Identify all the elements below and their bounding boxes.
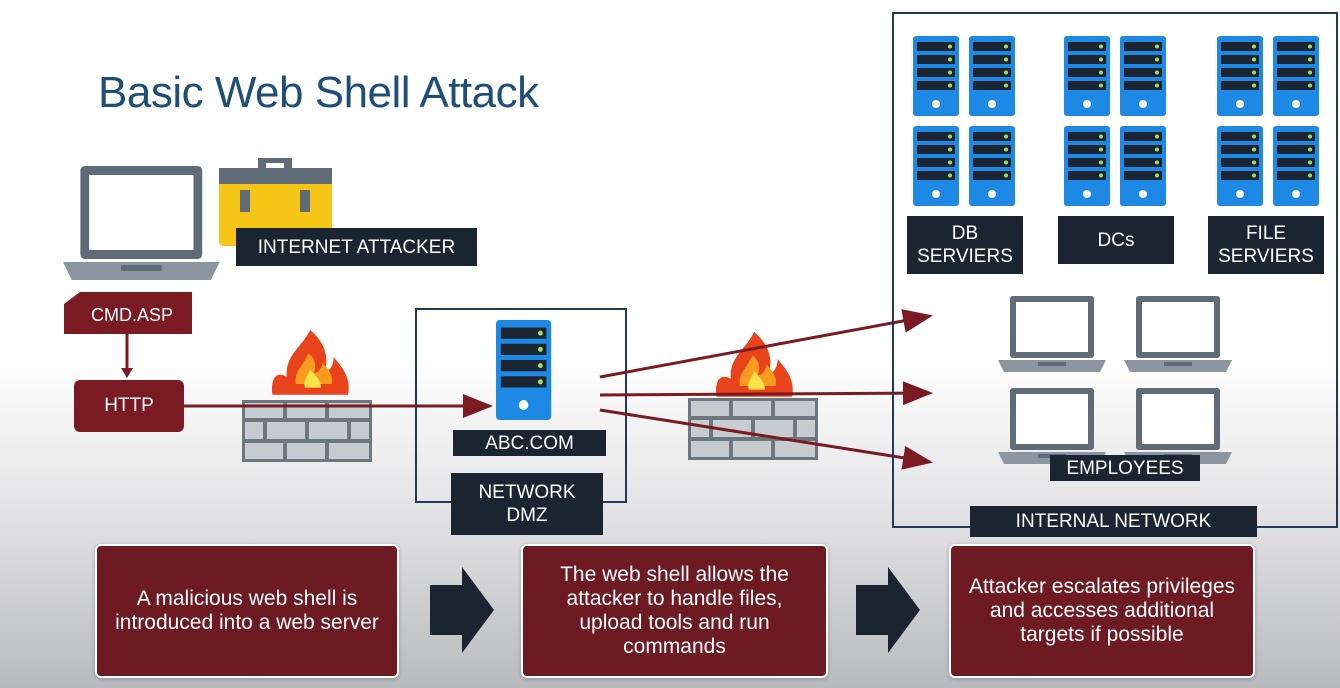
step-3-line1: Attacker escalates privileges [968, 575, 1236, 598]
employee-laptops-icon [998, 296, 1232, 464]
file-servers-label: FILE SERVIERS [1208, 216, 1324, 274]
step-2-line1: The web shell allows the [560, 563, 789, 586]
step-arrow-1-icon [430, 567, 494, 653]
db-servers-label: DB SERVIERS [907, 216, 1023, 274]
internal-network-label: INTERNAL NETWORK [970, 506, 1257, 537]
step-2-line3: upload tools and run [579, 611, 770, 634]
page-title: Basic Web Shell Attack [98, 68, 539, 117]
server-to-workstations-arrow [599, 408, 933, 470]
network-dmz-line2: DMZ [506, 505, 548, 526]
toolbox-icon [219, 158, 332, 246]
db-servers-icon [913, 36, 1015, 206]
cmd-asp-tab [64, 292, 192, 334]
step-3-line2: and accesses additional [989, 599, 1215, 622]
firewall-1-icon [242, 330, 372, 462]
http-label: HTTP [74, 380, 184, 432]
step-2-line2: attacker to handle files, [566, 587, 783, 610]
step-3-line3: targets if possible [1020, 623, 1184, 646]
attacker-laptop-icon [63, 166, 220, 280]
step-3-box: Attacker escalates privileges and access… [949, 544, 1255, 678]
file-servers-line1: FILE [1245, 223, 1287, 244]
db-servers-line2: SERVIERS [917, 246, 1013, 267]
internet-attacker-label: INTERNET ATTACKER [236, 228, 477, 266]
dcs-label: DCs [1058, 216, 1174, 264]
abc-com-label: ABC.COM [453, 430, 606, 456]
dmz-server-icon [496, 320, 552, 420]
network-dmz-line1: NETWORK [478, 482, 576, 503]
step-2-line4: commands [623, 635, 726, 658]
step-2-box: The web shell allows the attacker to han… [521, 544, 828, 678]
employees-label: EMPLOYEES [1050, 455, 1200, 481]
cmd-to-http-arrowhead [121, 368, 133, 378]
dc-servers-icon [1064, 36, 1166, 206]
step-1-line2: introduced into a web server [115, 611, 379, 634]
network-dmz-label: NETWORK DMZ [451, 473, 603, 535]
server-to-employees-arrow [599, 381, 933, 406]
step-arrow-2-icon [856, 567, 920, 653]
cmd-asp-label: CMD.ASP [90, 304, 173, 325]
step-1-line1: A malicious web shell is [136, 587, 358, 610]
step-1-box: A malicious web shell is introduced into… [95, 544, 399, 678]
file-servers-icon [1217, 36, 1319, 206]
file-servers-line2: SERVIERS [1218, 246, 1314, 267]
server-to-db-arrow [599, 309, 933, 379]
db-servers-line1: DB [951, 223, 979, 244]
